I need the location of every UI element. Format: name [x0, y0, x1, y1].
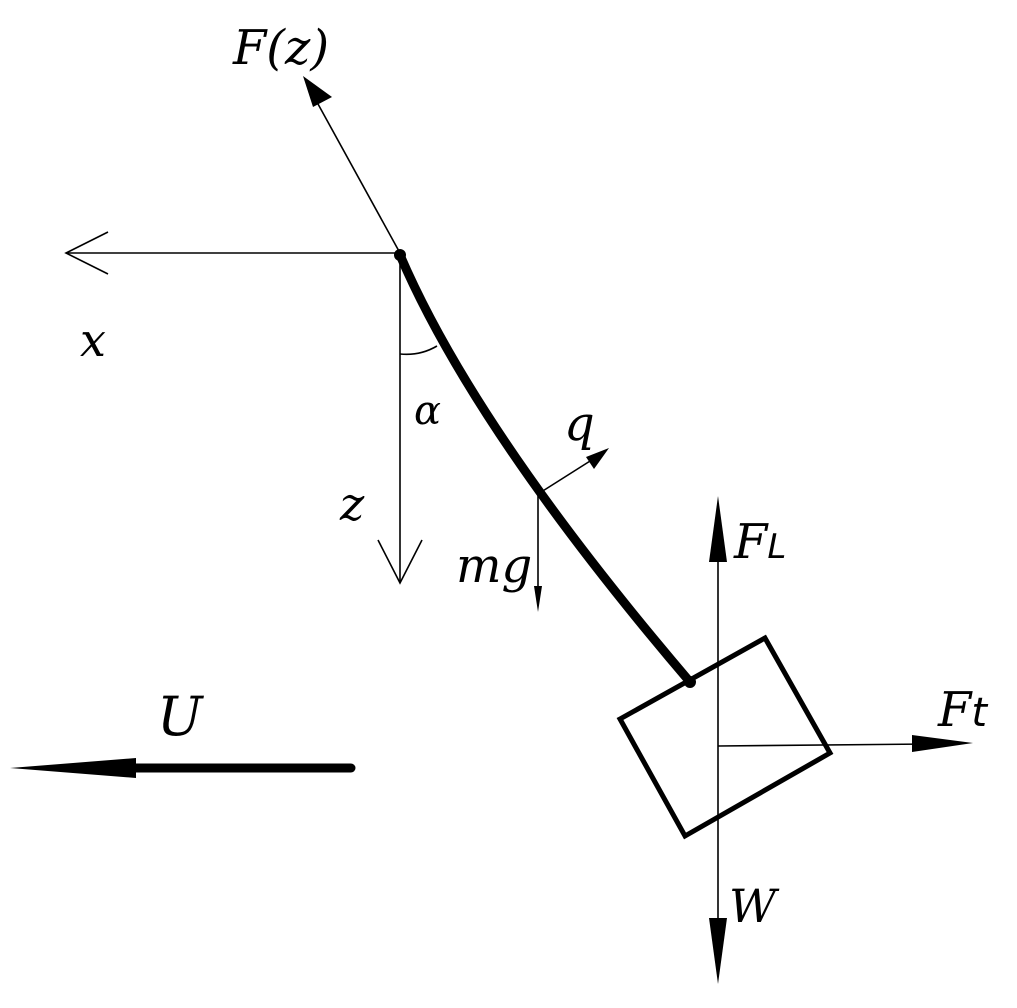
weight-arrowhead: [709, 918, 727, 984]
z-axis-label: z: [339, 477, 365, 531]
q-arrow-shaft: [537, 455, 599, 495]
lift-arrowhead: [709, 496, 727, 562]
x-axis-arrowhead: [64, 231, 109, 275]
thrust-label: Ft: [937, 682, 988, 738]
angle-arc: [399, 345, 438, 356]
z-axis-arrowhead: [377, 539, 423, 585]
force-fz-label: F(z): [232, 20, 329, 76]
velocity-u-label: U: [157, 685, 204, 748]
force-fz-shaft: [317, 103, 401, 254]
angle-label: α: [414, 388, 441, 434]
weight-label: W: [729, 879, 780, 933]
cable: [395, 250, 695, 687]
cable-top-node: [394, 249, 406, 261]
force-fz-arrowhead: [303, 76, 332, 107]
towed-body: [616, 634, 834, 840]
q-label: q: [564, 396, 595, 452]
x-axis-label: x: [80, 313, 106, 367]
thrust-arrow-shaft: [717, 743, 931, 747]
velocity-u-arrowhead: [10, 758, 136, 778]
lift-label: FL: [733, 514, 786, 570]
thrust-arrowhead: [912, 735, 973, 752]
mg-label: mg: [456, 538, 532, 594]
q-arrowhead: [586, 448, 609, 469]
mg-arrowhead: [534, 586, 542, 612]
